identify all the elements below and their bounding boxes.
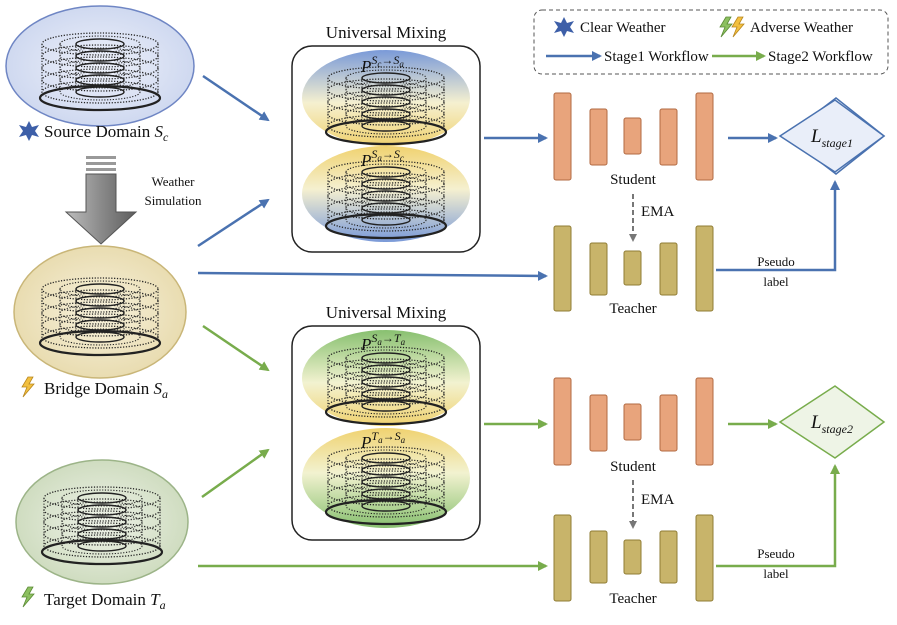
source-domain xyxy=(5,5,195,127)
simulation-label-line1: Weather xyxy=(152,174,196,189)
bridge-domain-label: Bridge Domain Sa xyxy=(44,379,168,401)
teacher-label-bottom: Teacher xyxy=(609,591,656,607)
adverse-weather-icon xyxy=(719,16,745,38)
pseudo-label-bottom-line2: label xyxy=(763,566,789,581)
simulation-label-line2: Simulation xyxy=(144,193,202,208)
target-domain-label-group: Target Domain Ta xyxy=(21,586,166,612)
universal-mixing-top: Universal Mixing PSc→Sa PSa→Sc xyxy=(291,23,481,253)
clear-weather-icon xyxy=(554,17,574,37)
target-domain xyxy=(15,459,189,585)
point-cloud-icon xyxy=(324,160,448,240)
teacher-label-top: Teacher xyxy=(609,301,656,317)
teacher-network-top xyxy=(553,225,714,312)
pseudo-label-top-line1: Pseudo xyxy=(757,254,795,269)
mixed-cloud-top-1 xyxy=(302,50,470,146)
student-network-top xyxy=(553,92,714,181)
point-cloud-icon xyxy=(324,66,448,146)
point-cloud-icon xyxy=(324,446,448,526)
clear-weather-icon xyxy=(19,121,39,141)
mixing-bottom-p2: PTa→Sa xyxy=(360,429,406,452)
student-label-top: Student xyxy=(610,172,657,188)
loss-stage1: Lstage1 xyxy=(778,97,886,175)
point-cloud-icon xyxy=(324,346,448,426)
stage2-arrows xyxy=(198,324,840,571)
weather-simulation-arrow xyxy=(64,156,138,245)
mixing-top-p1: PSc→Sa xyxy=(360,53,404,76)
bridge-domain-label-group: Bridge Domain Sa xyxy=(21,376,168,401)
source-domain-label-group: Source Domain Sc xyxy=(19,121,169,144)
point-cloud-icon xyxy=(38,277,162,357)
target-domain-label: Target Domain Ta xyxy=(44,590,166,612)
ema-label-top: EMA xyxy=(641,204,675,220)
mixing-top-p2: PSa→Sc xyxy=(360,147,404,170)
legend-stage2-workflow: Stage2 Workflow xyxy=(768,49,873,65)
loss-stage2-label: Lstage2 xyxy=(810,412,853,436)
source-domain-label: Source Domain Sc xyxy=(44,122,169,144)
mixed-cloud-bottom-1 xyxy=(302,330,470,426)
loss-stage1-label: Lstage1 xyxy=(810,126,853,150)
mixing-bottom-title: Universal Mixing xyxy=(326,303,447,322)
teacher-network-bottom xyxy=(553,514,714,602)
adverse-weather-icon xyxy=(21,586,35,608)
mixing-bottom-p1: PSa→Ta xyxy=(360,331,406,354)
adverse-weather-icon xyxy=(21,376,35,398)
legend-box xyxy=(533,9,889,75)
stage1-arrows xyxy=(197,74,840,281)
legend-stage1-workflow: Stage1 Workflow xyxy=(604,49,709,65)
mixing-top-title: Universal Mixing xyxy=(326,23,447,42)
loss-stage2: Lstage2 xyxy=(778,385,886,459)
pseudo-label-top-line2: label xyxy=(763,274,789,289)
legend-clear-weather: Clear Weather xyxy=(580,20,666,36)
legend: Clear Weather Adverse Weather Stage1 Wor… xyxy=(533,9,889,75)
ema-label-bottom: EMA xyxy=(641,492,675,508)
legend-adverse-weather: Adverse Weather xyxy=(750,20,853,36)
point-cloud-icon xyxy=(38,32,162,112)
student-label-bottom: Student xyxy=(610,459,657,475)
point-cloud-icon xyxy=(40,486,164,566)
pseudo-label-bottom-line1: Pseudo xyxy=(757,546,795,561)
bridge-domain xyxy=(13,245,187,379)
student-network-bottom xyxy=(553,377,714,466)
universal-mixing-bottom: Universal Mixing PSa→Ta PTa→Sa xyxy=(291,303,481,541)
